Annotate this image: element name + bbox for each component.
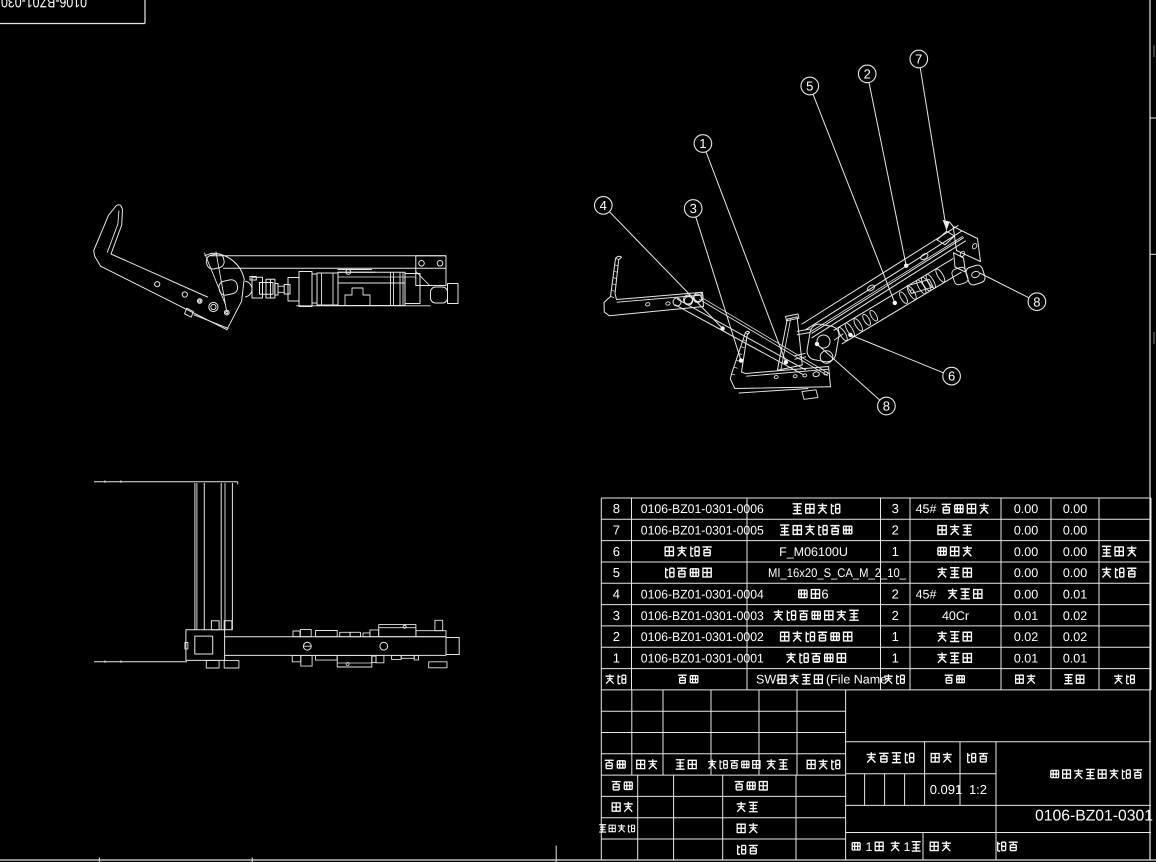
svg-text:5: 5 <box>613 565 620 580</box>
svg-text:0106-BZ01-0301-0002: 0106-BZ01-0301-0002 <box>641 630 764 644</box>
svg-text:40Cr: 40Cr <box>942 609 969 623</box>
svg-text:0106-BZ01-0301-0003: 0106-BZ01-0301-0003 <box>641 609 764 623</box>
svg-text:1: 1 <box>904 840 911 854</box>
svg-text:0.00: 0.00 <box>1014 524 1038 538</box>
svg-text:4: 4 <box>613 586 620 601</box>
svg-text:1: 1 <box>699 136 706 151</box>
svg-text:45#: 45# <box>916 587 937 601</box>
svg-text:6: 6 <box>613 544 620 559</box>
svg-text:0.00: 0.00 <box>1063 545 1087 559</box>
svg-text:8: 8 <box>1033 294 1040 309</box>
svg-text:2: 2 <box>613 629 620 644</box>
svg-text:8: 8 <box>883 399 890 414</box>
svg-text:3: 3 <box>690 201 697 216</box>
svg-text:0106-BZ01-030: 0106-BZ01-030 <box>1 0 87 10</box>
svg-text:0.02: 0.02 <box>1063 609 1087 623</box>
svg-text:0.02: 0.02 <box>1014 630 1038 644</box>
svg-text:0106-BZ01-0301-0004: 0106-BZ01-0301-0004 <box>641 587 764 601</box>
svg-text:2: 2 <box>892 608 899 623</box>
svg-text:0106-BZ01-0301: 0106-BZ01-0301 <box>1035 808 1153 825</box>
svg-text:F_M06100U: F_M06100U <box>779 545 848 559</box>
svg-text:45#: 45# <box>916 502 937 516</box>
svg-text:1: 1 <box>892 650 899 665</box>
svg-text:0.00: 0.00 <box>1063 566 1087 580</box>
svg-text:1: 1 <box>613 650 620 665</box>
svg-text:0106-BZ01-0301-0005: 0106-BZ01-0301-0005 <box>641 524 764 538</box>
svg-text:2: 2 <box>892 523 899 538</box>
svg-text:MI_16x20_S_CA_M_2_10_: MI_16x20_S_CA_M_2_10_ <box>768 566 907 580</box>
svg-text:3: 3 <box>892 501 899 516</box>
svg-text:8: 8 <box>613 501 620 516</box>
svg-text:6: 6 <box>948 369 955 384</box>
svg-text:0.01: 0.01 <box>1014 609 1038 623</box>
svg-text:1:2: 1:2 <box>969 782 987 797</box>
svg-text:0106-BZ01-0301-0001: 0106-BZ01-0301-0001 <box>641 651 764 665</box>
svg-text:0.01: 0.01 <box>1063 587 1087 601</box>
svg-text:2: 2 <box>864 67 871 82</box>
svg-text:0106-BZ01-0301-0006: 0106-BZ01-0301-0006 <box>641 502 764 516</box>
svg-text:0.02: 0.02 <box>1063 630 1087 644</box>
svg-text:1: 1 <box>892 629 899 644</box>
svg-text:0.00: 0.00 <box>1014 587 1038 601</box>
svg-text:6: 6 <box>821 586 828 601</box>
svg-text:4: 4 <box>600 198 607 213</box>
svg-text:2: 2 <box>892 586 899 601</box>
svg-text:1: 1 <box>866 840 873 854</box>
svg-text:0.00: 0.00 <box>1063 524 1087 538</box>
svg-text:SW-: SW- <box>756 673 780 687</box>
svg-text:(File Name: (File Name <box>826 673 887 687</box>
svg-text:0.00: 0.00 <box>1014 545 1038 559</box>
svg-text:3: 3 <box>613 608 620 623</box>
svg-text:5: 5 <box>806 79 813 94</box>
svg-text:1: 1 <box>892 544 899 559</box>
svg-text:7: 7 <box>915 52 922 67</box>
svg-text:0.00: 0.00 <box>1014 502 1038 516</box>
svg-text:0.01: 0.01 <box>1063 651 1087 665</box>
svg-text:0.01: 0.01 <box>1014 651 1038 665</box>
svg-text:0.00: 0.00 <box>1014 566 1038 580</box>
svg-text:0.00: 0.00 <box>1063 502 1087 516</box>
svg-text:0.091: 0.091 <box>930 782 963 797</box>
svg-text:7: 7 <box>613 523 620 538</box>
